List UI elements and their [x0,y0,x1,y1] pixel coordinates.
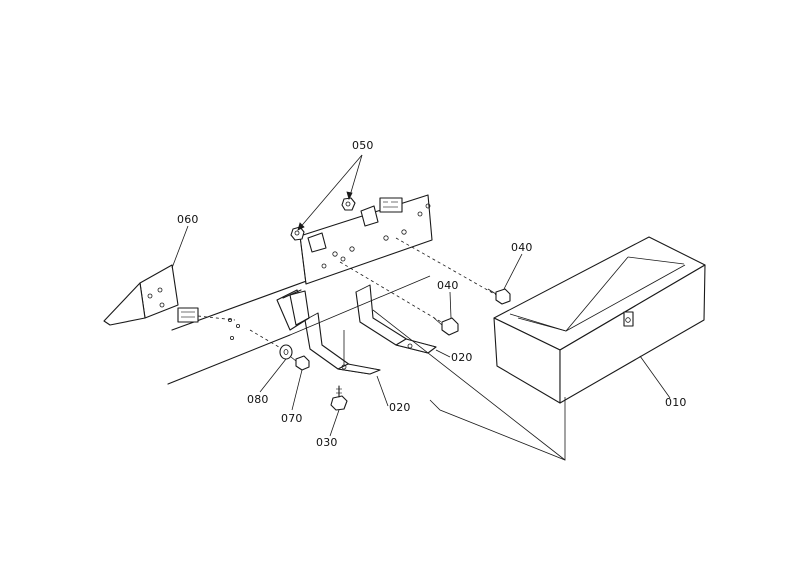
callout-050: 050 [352,139,374,152]
mounting-plate [299,194,433,285]
callout-060: 060 [177,213,199,226]
callout-040-upper: 040 [511,241,533,254]
l-bracket-rear [355,284,437,354]
bolt-040-b [487,288,511,305]
assembly-guide-lines [249,237,566,461]
callout-020-rear: 020 [451,351,473,364]
washer-080 [279,344,293,360]
leader-lines [171,154,671,437]
clamp-block [276,289,310,331]
corner-bracket [103,264,240,340]
callout-020-front: 020 [389,401,411,414]
bolt-070 [290,355,310,371]
callout-070: 070 [281,412,303,425]
bolt-040-a [433,317,459,336]
tool-box [493,236,706,404]
callout-030: 030 [316,436,338,449]
l-bracket-front [304,312,381,375]
bolt-030 [330,385,348,411]
nut-050-b [341,197,356,211]
callout-040-lower: 040 [437,279,459,292]
nut-050-a [290,226,305,241]
callout-010: 010 [665,396,687,409]
callout-080: 080 [247,393,269,406]
